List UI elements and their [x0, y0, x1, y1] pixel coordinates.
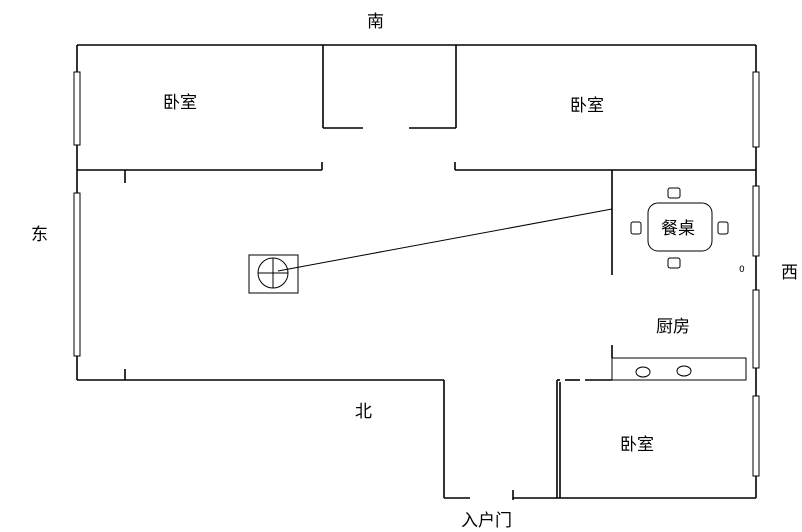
dining-table: [630, 187, 729, 269]
direction-west: 西: [781, 263, 798, 283]
stove-burner-icon: [635, 366, 651, 378]
direction-north: 北: [355, 402, 372, 422]
room-bedroom-top-left: 卧室: [163, 93, 197, 113]
center-marker-icon: [248, 208, 613, 294]
room-bedroom-bottom-right: 卧室: [620, 435, 654, 455]
direction-south: 南: [367, 12, 384, 32]
walls: [76, 44, 757, 500]
room-bedroom-top-right: 卧室: [570, 96, 604, 116]
chair-icon: [630, 221, 642, 235]
direction-east: 东: [31, 225, 48, 245]
small-mark: 0: [739, 265, 745, 275]
dining-table-label: 餐桌: [661, 219, 695, 239]
stove-burner-icon: [676, 365, 692, 377]
chair-icon: [667, 257, 681, 269]
entrance-door-label: 入户门: [461, 511, 512, 531]
windows: [73, 71, 760, 477]
room-kitchen: 厨房: [656, 317, 690, 337]
chair-icon: [667, 187, 681, 199]
kitchen-counter: [611, 357, 747, 381]
chair-icon: [717, 221, 729, 235]
